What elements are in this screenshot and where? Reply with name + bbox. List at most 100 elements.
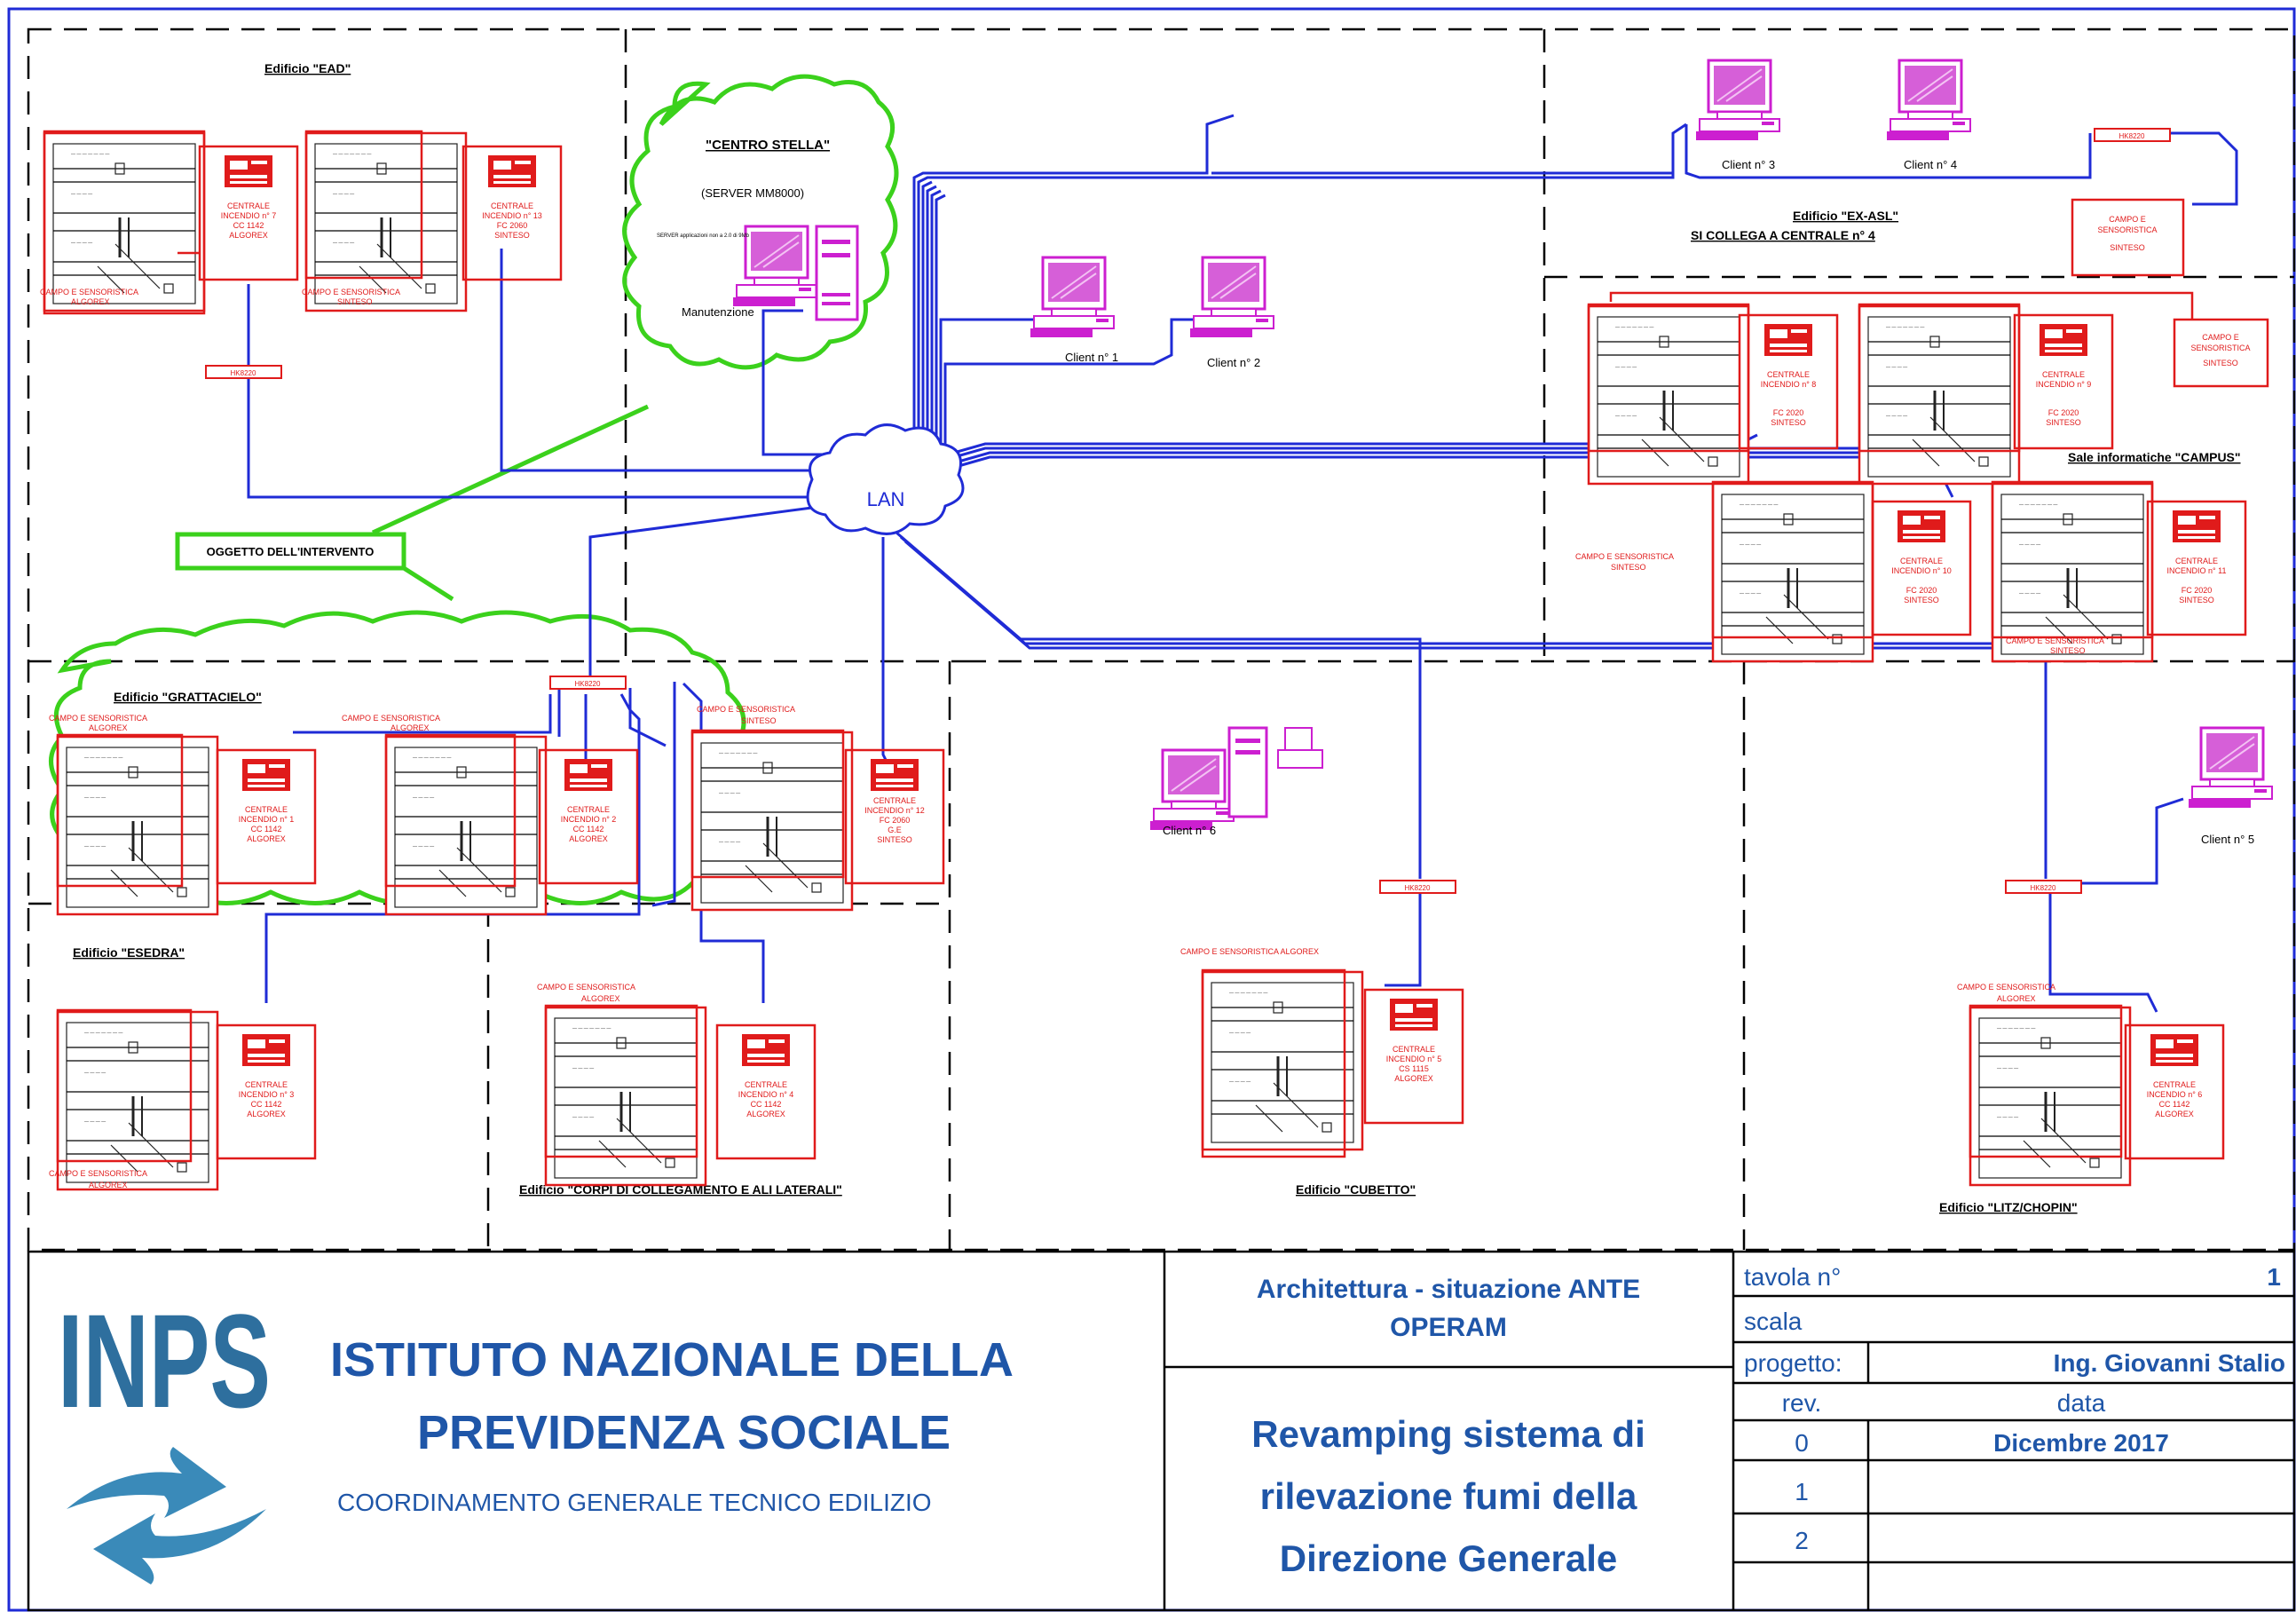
- svg-text:CAMPO E SENSORISTICA: CAMPO E SENSORISTICA: [2006, 636, 2104, 645]
- svg-text:CENTRALE: CENTRALE: [745, 1080, 787, 1089]
- client-5-label: Client n° 5: [2201, 833, 2254, 846]
- svg-text:SINTESO: SINTESO: [2046, 418, 2081, 427]
- svg-text:SINTESO: SINTESO: [2203, 359, 2238, 367]
- title-cubetto: Edificio "CUBETTO": [1296, 1182, 1416, 1197]
- rev0-date: Dicembre 2017: [1993, 1429, 2169, 1457]
- progetto-label: progetto:: [1744, 1349, 1842, 1377]
- svg-text:INCENDIO n° 12: INCENDIO n° 12: [864, 806, 925, 815]
- campus-unit-11: CENTRALE INCENDIO n° 11 FC 2020 SINTESO …: [1991, 480, 2247, 663]
- hk-tag-litz: HK8220: [2005, 880, 2082, 894]
- svg-text:INCENDIO n° 10: INCENDIO n° 10: [1891, 566, 1952, 575]
- svg-text:ALGOREX: ALGOREX: [71, 297, 110, 306]
- svg-text:CAMPO E SENSORISTICA: CAMPO E SENSORISTICA: [302, 288, 400, 296]
- svg-text:CENTRALE: CENTRALE: [567, 805, 610, 814]
- svg-text:FC 2060: FC 2060: [497, 221, 528, 230]
- svg-text:FC 2020: FC 2020: [1773, 408, 1804, 417]
- svg-text:FC 2020: FC 2020: [2048, 408, 2079, 417]
- arch-line2: OPERAM: [1390, 1313, 1507, 1342]
- client-2: Client n° 2: [1188, 256, 1275, 369]
- svg-text:ALGOREX: ALGOREX: [247, 1110, 286, 1118]
- svg-text:ALGOREX: ALGOREX: [391, 723, 430, 732]
- svg-text:FC 2020: FC 2020: [2182, 586, 2213, 595]
- svg-text:CAMPO E SENSORISTICA: CAMPO E SENSORISTICA: [40, 288, 138, 296]
- svg-text:INCENDIO n° 7: INCENDIO n° 7: [221, 211, 277, 220]
- title-esedra: Edificio "ESEDRA": [73, 945, 185, 960]
- svg-text:ALGOREX: ALGOREX: [247, 834, 286, 843]
- campus-unit-9: CENTRALE INCENDIO n° 9 FC 2020 SINTESO: [1858, 303, 2114, 486]
- title-block: INPS ISTITUTO NAZIONALE DELLA PREVIDENZA…: [27, 1250, 2296, 1612]
- server-centro-stella: "CENTRO STELLA" (SERVER MM8000) SERVER a…: [657, 138, 859, 321]
- svg-text:ALGOREX: ALGOREX: [569, 834, 608, 843]
- svg-text:CENTRALE: CENTRALE: [2042, 370, 2085, 379]
- title-grattacielo: Edificio "GRATTACIELO": [114, 690, 262, 704]
- client-6: Client n° 6: [1148, 726, 1323, 837]
- server-note: SERVER applicazioni non a 2.0 di 9Mb: [657, 233, 750, 239]
- manutenzione-label: Manutenzione: [682, 305, 754, 319]
- tavola-label: tavola n°: [1744, 1263, 1841, 1291]
- svg-text:ALGOREX: ALGOREX: [229, 231, 268, 240]
- svg-text:SINTESO: SINTESO: [741, 716, 777, 725]
- svg-text:CC 1142: CC 1142: [751, 1100, 782, 1109]
- rev-label: rev.: [1782, 1389, 1822, 1417]
- svg-text:ALGOREX: ALGOREX: [581, 994, 620, 1003]
- svg-text:ALGOREX: ALGOREX: [746, 1110, 785, 1118]
- svg-text:CC 1142: CC 1142: [2159, 1100, 2190, 1109]
- ead-unit-2: CENTRALE INCENDIO n° 13 FC 2060 SINTESO …: [302, 130, 563, 312]
- svg-text:CENTRALE: CENTRALE: [1767, 370, 1810, 379]
- svg-text:CAMPO E SENSORISTICA: CAMPO E SENSORISTICA: [49, 1169, 147, 1178]
- client-3-label: Client n° 3: [1722, 158, 1775, 171]
- svg-text:FC 2020: FC 2020: [1906, 586, 1937, 595]
- cubetto-unit: CAMPO E SENSORISTICA ALGOREX CENTRALE IN…: [1180, 947, 1464, 1158]
- svg-text:HK8220: HK8220: [2119, 132, 2145, 140]
- proj-line2: rilevazione fumi della: [1260, 1475, 1637, 1517]
- svg-text:CENTRALE: CENTRALE: [1900, 557, 1943, 565]
- svg-text:HK8220: HK8220: [1405, 884, 1431, 892]
- svg-text:ALGOREX: ALGOREX: [1394, 1074, 1433, 1083]
- intervention-cloud-centro-stella: [622, 74, 899, 370]
- litz-unit: CAMPO E SENSORISTICA ALGOREX CENTRALE IN…: [1957, 983, 2225, 1187]
- gratt-unit-3: CAMPO E SENSORISTICA SINTESO CENTRALE IN…: [690, 705, 945, 912]
- svg-text:INCENDIO n° 13: INCENDIO n° 13: [482, 211, 542, 220]
- svg-text:SINTESO: SINTESO: [337, 297, 373, 306]
- lan-cloud: LAN: [806, 423, 965, 535]
- svg-text:SINTESO: SINTESO: [1771, 418, 1806, 427]
- svg-text:INCENDIO n° 8: INCENDIO n° 8: [1761, 380, 1817, 389]
- svg-text:INCENDIO n° 3: INCENDIO n° 3: [239, 1090, 295, 1099]
- title-campus: Sale informatiche "CAMPUS": [2068, 450, 2241, 464]
- org-sub: COORDINAMENTO GENERALE TECNICO EDILIZIO: [337, 1489, 932, 1516]
- svg-text:CENTRALE: CENTRALE: [2175, 557, 2218, 565]
- svg-text:CC 1142: CC 1142: [573, 825, 604, 834]
- title-exasl-note: SI COLLEGA A CENTRALE n° 4: [1691, 228, 1875, 242]
- hk-tag-cubetto: HK8220: [1379, 880, 1456, 894]
- svg-text:ALGOREX: ALGOREX: [1997, 994, 2036, 1003]
- svg-text:CAMPO E SENSORISTICA: CAMPO E SENSORISTICA: [1957, 983, 2055, 992]
- svg-text:HK8220: HK8220: [231, 369, 256, 377]
- svg-text:CAMPO E SENSORISTICA: CAMPO E SENSORISTICA: [49, 714, 147, 723]
- proj-line3: Direzione Generale: [1280, 1537, 1617, 1579]
- rev1: 1: [1795, 1478, 1809, 1505]
- campus-campo-left: CAMPO E SENSORISTICA SINTESO: [1575, 552, 1674, 572]
- scala-label: scala: [1744, 1308, 1803, 1335]
- svg-text:HK8220: HK8220: [575, 680, 601, 688]
- campus-campo-right: CAMPO E SENSORISTICA SINTESO: [2173, 318, 2269, 388]
- org-line2: PREVIDENZA SOCIALE: [417, 1406, 951, 1459]
- hk-tag-gratt: HK8220: [549, 676, 627, 690]
- svg-text:HK8220: HK8220: [2031, 884, 2056, 892]
- proj-line1: Revamping sistema di: [1251, 1413, 1645, 1455]
- svg-text:INCENDIO n° 6: INCENDIO n° 6: [2147, 1090, 2203, 1099]
- svg-text:ALGOREX: ALGOREX: [89, 1181, 128, 1189]
- server-label: (SERVER MM8000): [701, 186, 804, 200]
- data-label: data: [2057, 1389, 2106, 1417]
- hk-tag-exasl: HK8220: [2094, 128, 2171, 142]
- svg-text:CAMPO E SENSORISTICA: CAMPO E SENSORISTICA: [697, 705, 795, 714]
- svg-text:INCENDIO n° 1: INCENDIO n° 1: [239, 815, 295, 824]
- svg-text:SENSORISTICA: SENSORISTICA: [2190, 344, 2250, 352]
- link-tags: HK8220 HK8220 HK8220 HK8220 HK8220: [205, 128, 2171, 894]
- campus-unit-10: CENTRALE INCENDIO n° 10 FC 2020 SINTESO: [1711, 480, 1972, 663]
- svg-text:CENTRALE: CENTRALE: [245, 1080, 288, 1089]
- campus-red-bus: [1609, 291, 2194, 320]
- svg-text:CENTRALE: CENTRALE: [2153, 1080, 2196, 1089]
- tavola-value: 1: [2267, 1263, 2281, 1291]
- gratt-unit-2: CAMPO E SENSORISTICA ALGOREX CENTRALE IN…: [342, 714, 639, 916]
